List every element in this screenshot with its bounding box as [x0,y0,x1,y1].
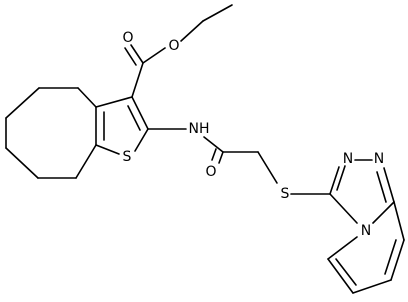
bond-pyridine-4 [327,258,354,294]
bond-ring7-5 [5,147,39,179]
bond-amide-co-1 [218,151,224,164]
bond-pyridine-2 [390,239,405,281]
bond-ring7-7 [75,144,97,179]
bond-ester-to-ring [131,62,144,98]
bond-pyridine-4-inner [335,258,357,286]
atom-o-ether: O [168,38,179,54]
atom-nh-amide: NH [189,121,210,137]
bond-o-carbonyl-c [142,47,166,64]
bond-triazole-n-c8a [383,167,395,203]
bond-thiophene-c3-c2 [131,96,149,130]
bond-triazole-c3-bridge-n [329,193,358,224]
bond-pyridine-5 [327,236,358,260]
atom-n-triazole-2: N [374,151,384,167]
bond-pyridine-3 [352,279,392,294]
bond-thiophene-s-c7a [95,144,120,155]
bond-thiophene-c3-c2-inner [127,105,141,131]
atom-n-bridge: N [361,223,371,239]
bond-triazole-n-c8a-inner [376,171,387,203]
bond-pyridine-1 [393,201,405,241]
atom-s-thioether: S [281,186,290,202]
bond-triazole-c3-n-inner [336,165,346,191]
bond-ring7-1 [77,87,97,108]
atom-o-carbonyl: O [122,30,133,46]
bond-triazole-c3-n [329,166,340,195]
bond-thiophene-c2-s [134,128,149,152]
bond-ring7-3 [5,87,40,119]
bond-carbonyl-double-2 [124,47,137,66]
bond-nh-carbonyl [203,136,224,153]
bond-pyridine-2-inner [384,239,397,275]
bond-ch2-s [257,151,278,184]
bond-amide-co-2 [211,148,217,161]
bond-thiophene-c3-c3a [95,96,133,108]
atom-o-amide: O [205,164,216,180]
atom-s-thiophene: S [123,149,132,165]
bond-ethyl-ch2-o [180,20,204,42]
bond-carbonyl-double-1 [130,44,144,64]
atom-n-triazole-1: N [343,151,353,167]
bond-triazole-c8a-bridge-n [372,201,395,224]
bond-ethyl-ch3 [202,4,233,22]
